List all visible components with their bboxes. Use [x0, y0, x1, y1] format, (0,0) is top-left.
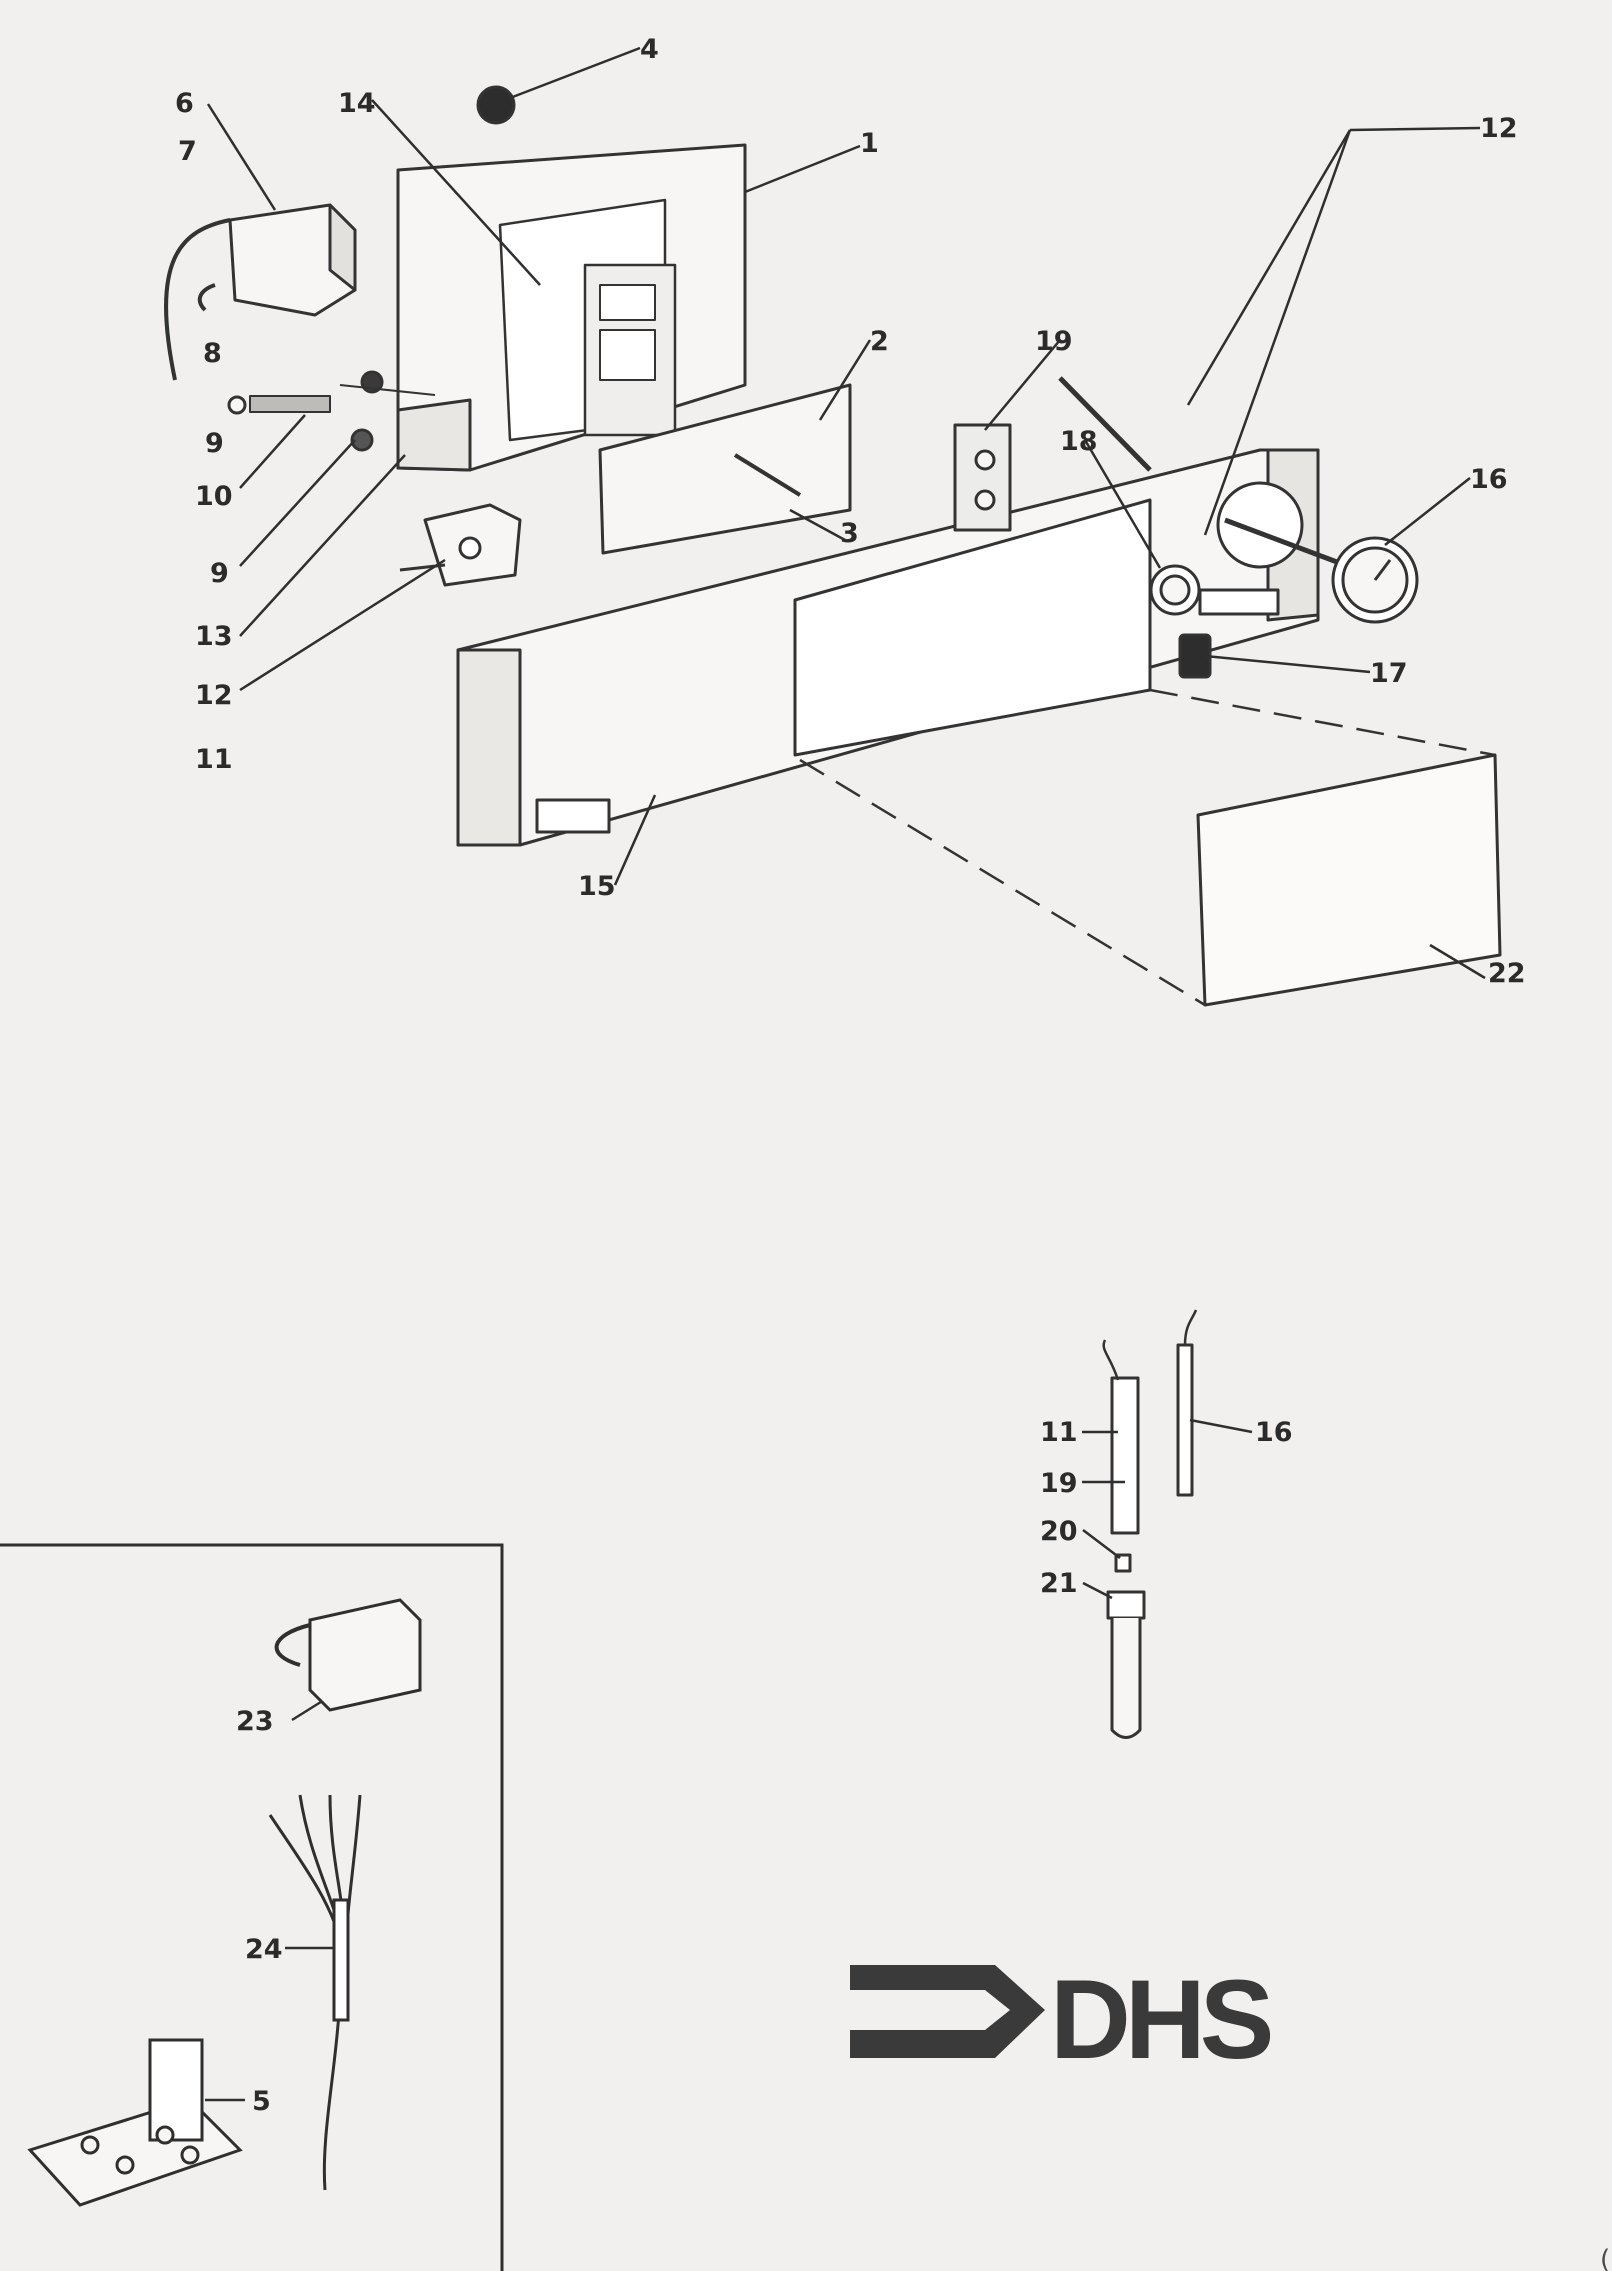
label-19: 19: [1035, 326, 1073, 357]
housing-cover-shape: [396, 143, 747, 472]
dhs-logo: DHS: [850, 1957, 1277, 2082]
label-24: 24: [245, 1934, 283, 1965]
front-panel-shape: [456, 448, 1320, 847]
label-9b: 9: [210, 558, 229, 589]
edge-mark: (: [1600, 2245, 1610, 2271]
knob-shape: [1149, 564, 1201, 616]
leader-lines: [205, 46, 1486, 2102]
label-d19: 19: [1040, 1468, 1078, 1499]
control-unit-shape: [953, 376, 1152, 532]
label-12b: 12: [195, 680, 233, 711]
accessories-inset: [0, 1543, 504, 2271]
label-5: 5: [252, 2086, 271, 2117]
inset-transformer-shape: [274, 1598, 422, 1712]
shaft-assembly-shape: [227, 370, 436, 452]
logo-arrow-shape: [850, 1965, 1045, 2058]
label-3: 3: [840, 518, 859, 549]
label-12a: 12: [1480, 113, 1518, 144]
main-assembly-drawing: [164, 85, 1502, 1739]
label-14: 14: [338, 88, 376, 119]
cover-plate-shape: [598, 383, 852, 555]
label-16: 16: [1470, 464, 1508, 495]
logo-text: DHS: [1050, 1957, 1271, 2082]
label-9a: 9: [205, 428, 224, 459]
label-d16: 16: [1255, 1417, 1293, 1448]
label-2: 2: [870, 326, 889, 357]
label-d20: 20: [1040, 1516, 1078, 1547]
label-13: 13: [195, 621, 233, 652]
label-6: 6: [175, 88, 194, 119]
label-8: 8: [203, 338, 222, 369]
inset-wire-harness-shape: [268, 1794, 362, 2191]
label-10: 10: [195, 481, 233, 512]
sensor-rods-shape: [1102, 1309, 1198, 1739]
label-d11: 11: [1040, 1417, 1078, 1448]
label-17: 17: [1370, 658, 1408, 689]
label-7: 7: [178, 136, 197, 167]
label-18: 18: [1060, 426, 1098, 457]
label-11: 11: [195, 744, 233, 775]
label-d21: 21: [1040, 1568, 1078, 1599]
label-15: 15: [578, 871, 616, 902]
top-cap-shape: [476, 85, 516, 125]
label-23: 23: [236, 1706, 274, 1737]
part-labels: 4 1 6 14 7 8 2 19 12 16 18 9 10 3 9 13 1…: [175, 34, 1526, 2117]
transformer-shape: [164, 203, 357, 381]
label-1: 1: [860, 128, 879, 159]
inset-probe-base-shape: [27, 2038, 243, 2207]
gauge-shape: [1224, 517, 1419, 624]
label-22: 22: [1488, 958, 1526, 989]
thermostat-shape: [399, 503, 522, 587]
label-4: 4: [640, 34, 659, 65]
base-tray-shape: [799, 688, 1502, 1007]
